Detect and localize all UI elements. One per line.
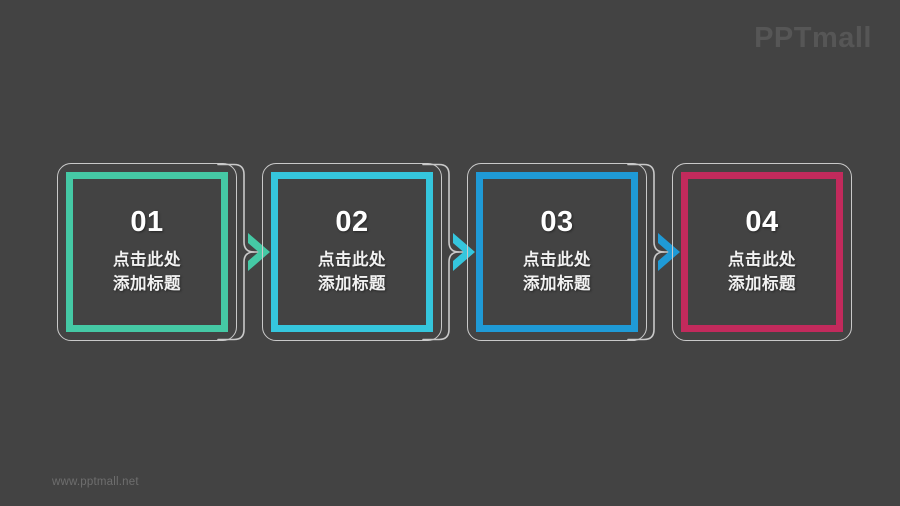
step-title: 点击此处 添加标题	[728, 251, 796, 293]
process-step-3[interactable]: 03 点击此处 添加标题	[467, 163, 647, 341]
step-content: 02 点击此处 添加标题	[262, 163, 442, 341]
step-color-frame	[681, 172, 843, 332]
step-content: 01 点击此处 添加标题	[57, 163, 237, 341]
process-step-4[interactable]: 04 点击此处 添加标题	[672, 163, 852, 341]
pptmall-logo: PPTmall	[754, 22, 872, 54]
process-step-2[interactable]: 02 点击此处 添加标题	[262, 163, 442, 341]
footer-website-url: www.pptmall.net	[52, 476, 139, 488]
step-title: 点击此处 添加标题	[318, 251, 386, 293]
step-number: 04	[745, 206, 779, 239]
step-number: 03	[540, 206, 574, 239]
step-number: 01	[130, 206, 164, 239]
step-outer-outline	[672, 163, 852, 341]
step-title: 点击此处 添加标题	[523, 251, 591, 293]
step-content: 03 点击此处 添加标题	[467, 163, 647, 341]
step-number: 02	[335, 206, 369, 239]
step-title: 点击此处 添加标题	[113, 251, 181, 293]
process-step-1[interactable]: 01 点击此处 添加标题	[57, 163, 237, 341]
step-content: 04 点击此处 添加标题	[672, 163, 852, 341]
